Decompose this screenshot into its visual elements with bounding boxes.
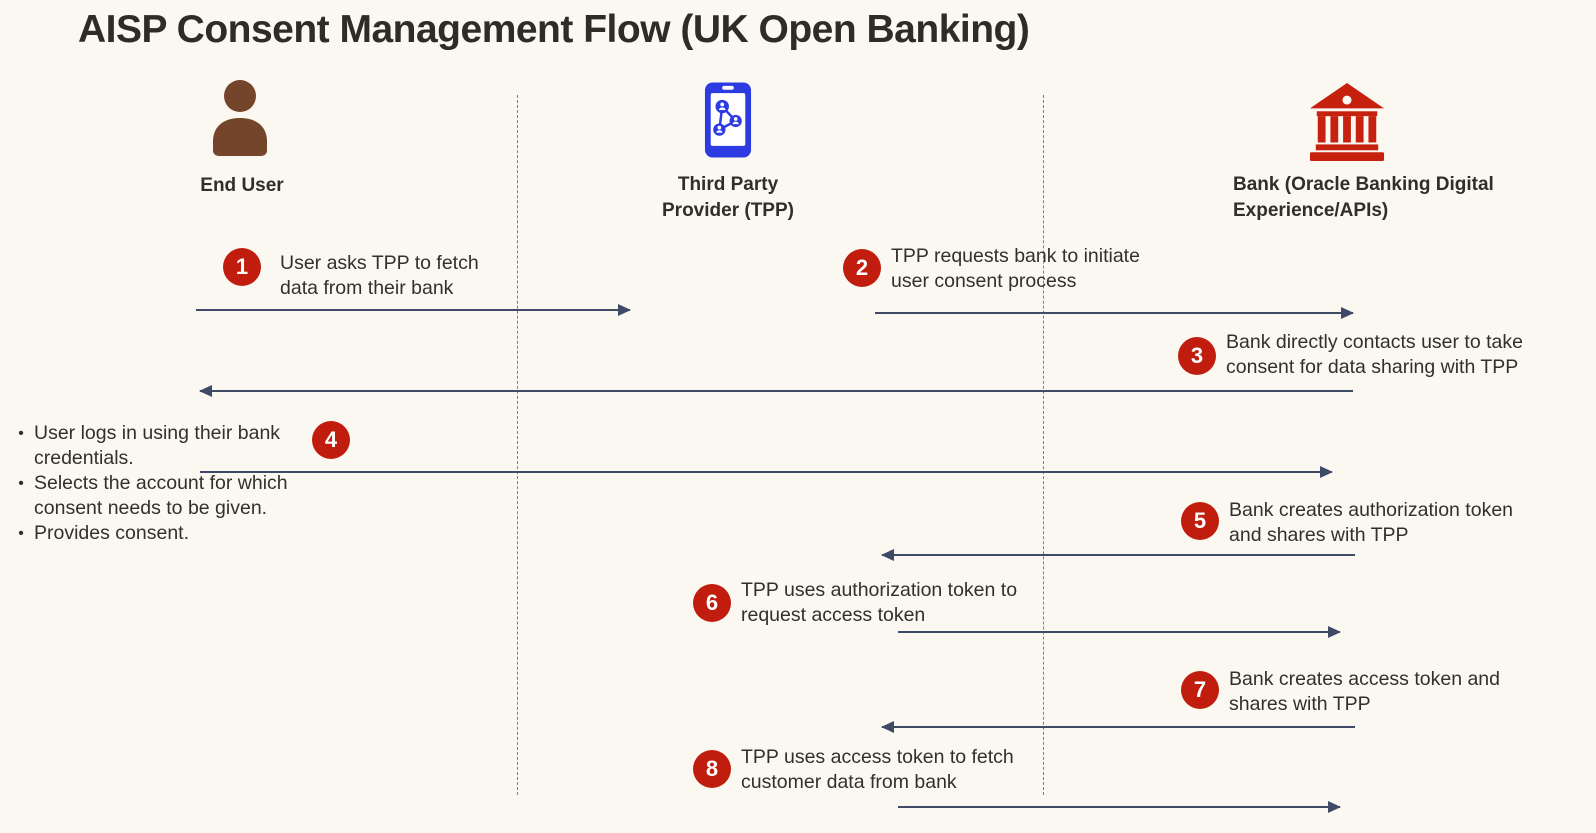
arrow-step-2 xyxy=(875,306,1354,319)
step-badge-4: 4 xyxy=(312,421,350,459)
arrow-step-4 xyxy=(200,465,1333,478)
page-title: AISP Consent Management Flow (UK Open Ba… xyxy=(78,8,1030,51)
lifeline-divider-left xyxy=(517,95,518,795)
step-text-5: Bank creates authorization token and sha… xyxy=(1229,499,1514,546)
list-item: • Provides consent. xyxy=(8,521,308,546)
bullet-text: Selects the account for which consent ne… xyxy=(34,472,288,519)
smartphone-network-icon xyxy=(704,82,752,158)
step-text-6: TPP uses authorization token to request … xyxy=(741,579,1018,626)
lifeline-divider-right xyxy=(1043,95,1044,795)
person-icon xyxy=(213,80,267,156)
arrowhead-right-icon xyxy=(618,303,631,316)
bullet-icon: • xyxy=(18,425,24,442)
arrowhead-right-icon xyxy=(1328,800,1341,813)
step-text-8: TPP uses access token to fetch customer … xyxy=(741,746,1014,793)
bank-building-icon xyxy=(1309,83,1385,161)
step-text-1: User asks TPP to fetch data from their b… xyxy=(280,252,479,299)
arrow-step-3 xyxy=(199,384,1353,397)
step-text-7: Bank creates access token and shares wit… xyxy=(1229,668,1500,715)
list-item: • User logs in using their bank credenti… xyxy=(8,421,308,471)
arrow-step-8 xyxy=(898,800,1341,813)
step-text-2: TPP requests bank to initiate user conse… xyxy=(891,245,1140,292)
arrowhead-left-icon xyxy=(881,720,894,733)
step-badge-7: 7 xyxy=(1181,671,1219,709)
arrow-step-1 xyxy=(196,303,631,316)
bullet-icon: • xyxy=(18,525,24,542)
bullet-icon: • xyxy=(18,475,24,492)
step-badge-3: 3 xyxy=(1178,337,1216,375)
step-badge-5: 5 xyxy=(1181,502,1219,540)
actor-label-end-user: End User xyxy=(200,175,284,196)
bullet-text: User logs in using their bank credential… xyxy=(34,422,281,469)
step-4-bullet-list: • User logs in using their bank credenti… xyxy=(8,421,308,546)
arrowhead-right-icon xyxy=(1328,625,1341,638)
arrowhead-right-icon xyxy=(1341,306,1354,319)
arrow-step-5 xyxy=(881,548,1355,561)
arrowhead-left-icon xyxy=(199,384,212,397)
arrowhead-right-icon xyxy=(1320,465,1333,478)
step-badge-8: 8 xyxy=(693,750,731,788)
arrow-step-7 xyxy=(881,720,1355,733)
step-badge-1: 1 xyxy=(223,248,261,286)
actor-label-bank: Bank (Oracle Banking Digital Experience/… xyxy=(1233,174,1494,221)
arrow-step-6 xyxy=(898,625,1341,638)
step-badge-2: 2 xyxy=(843,249,881,287)
step-text-3: Bank directly contacts user to take cons… xyxy=(1226,331,1523,378)
actor-label-tpp: Third Party Provider (TPP) xyxy=(662,174,794,221)
bullet-text: Provides consent. xyxy=(34,522,190,544)
step-badge-6: 6 xyxy=(693,584,731,622)
arrowhead-left-icon xyxy=(881,548,894,561)
list-item: • Selects the account for which consent … xyxy=(8,471,308,521)
